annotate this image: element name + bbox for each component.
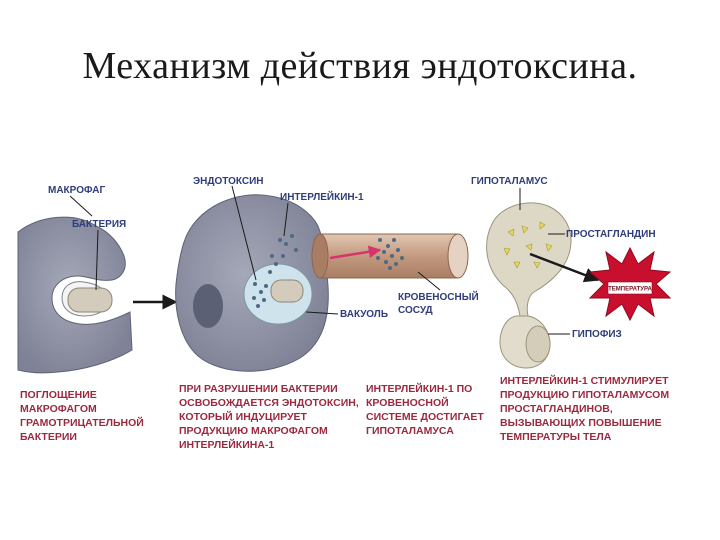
nucleus (193, 284, 223, 328)
macrophage-cell (17, 216, 133, 374)
label-macrophage: МАКРОФАГ (48, 185, 105, 196)
bacterium-1 (67, 287, 113, 313)
caption-2: ПРИ РАЗРУШЕНИИ БАКТЕРИИ ОСВОБОЖДАЕТСЯ ЭН… (179, 383, 362, 451)
page-title: Механизм действия эндотоксина. (82, 45, 638, 87)
captions: ПОГЛОЩЕНИЕ МАКРОФАГОМ ГРАМОТРИЦАТЕЛЬНОЙ … (20, 374, 672, 451)
caption-4: ИНТЕРЛЕЙКИН-1 СТИМУЛИРУЕТ ПРОДУКЦИЮ ГИПО… (500, 374, 672, 443)
label-blood-vessel-2: СОСУД (398, 305, 433, 316)
label-interleukin: ИНТЕРЛЕЙКИН-1 (280, 190, 364, 203)
blood-vessel (311, 233, 469, 279)
label-pituitary: ГИПОФИЗ (572, 329, 622, 340)
label-bacterium: БАКТЕРИЯ (72, 219, 126, 230)
arrow-to-temperature (529, 252, 600, 283)
bacterium-2 (270, 279, 304, 303)
hypothalamus (486, 202, 572, 317)
pituitary (499, 315, 551, 369)
label-vacuole: ВАКУОЛЬ (340, 309, 388, 320)
label-endotoxin: ЭНДОТОКСИН (193, 176, 263, 187)
caption-3: ИНТЕРЛЕЙКИН-1 ПО КРОВЕНОСНОЙ СИСТЕМЕ ДОС… (366, 382, 487, 437)
label-hypothalamus: ГИПОТАЛАМУС (471, 176, 548, 187)
label-prostaglandin: ПРОСТАГЛАНДИН (566, 229, 656, 240)
macrophage-with-vacuole (175, 194, 329, 372)
label-blood-vessel-1: КРОВЕНОСНЫЙ (398, 290, 479, 303)
temperature-burst: ТЕМПЕРАТУРА (588, 246, 672, 322)
label-temperature: ТЕМПЕРАТУРА (608, 287, 652, 293)
caption-1: ПОГЛОЩЕНИЕ МАКРОФАГОМ ГРАМОТРИЦАТЕЛЬНОЙ … (20, 389, 147, 443)
